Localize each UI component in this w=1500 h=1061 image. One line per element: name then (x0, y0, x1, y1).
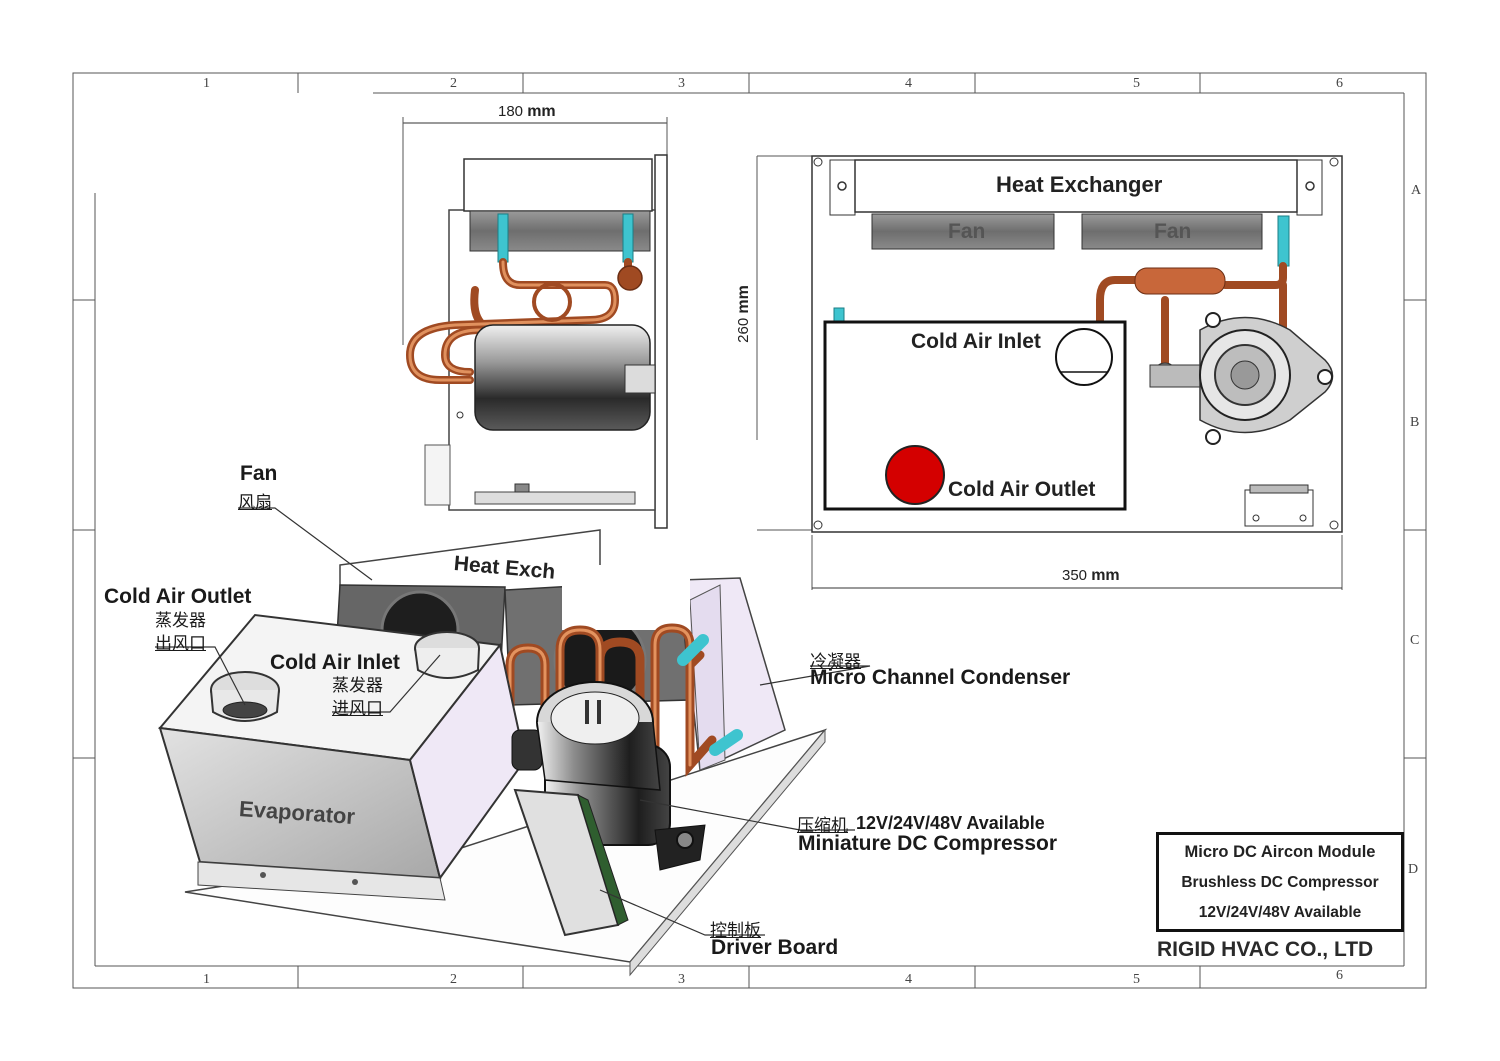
grid-col-bottom-3: 3 (678, 972, 685, 987)
grid-col-top-2: 2 (450, 76, 457, 91)
callout-condenser-en: Micro Channel Condenser (810, 666, 1071, 689)
dimension-width-top: 180 mm (498, 103, 556, 121)
grid-row-a: A (1411, 183, 1422, 198)
dimension-height-unit: mm (735, 285, 752, 314)
dimension-width-front-value: 350 (1062, 567, 1088, 584)
grid-row-c: C (1410, 633, 1420, 648)
dimension-width-top-value: 180 (498, 103, 524, 120)
callout-driver-board-en: Driver Board (711, 936, 839, 959)
dimension-height-value: 260 (735, 317, 752, 343)
title-block-line1: Micro DC Aircon Module (1184, 843, 1376, 861)
front-view (756, 155, 1343, 590)
callout-compressor-voltage: 12V/24V/48V Available (856, 813, 1045, 833)
dimension-width-front: 350 mm (1062, 567, 1120, 585)
side-view (402, 117, 668, 529)
title-block: Micro DC Aircon Module Brushless DC Comp… (1156, 832, 1404, 932)
callout-cold-air-outlet-en: Cold Air Outlet (104, 585, 252, 608)
dimension-height: 260 mm (735, 274, 753, 354)
grid-col-top-3: 3 (678, 76, 685, 91)
leader-lines (155, 507, 871, 936)
front-cold-air-outlet-label: Cold Air Outlet (948, 478, 1096, 501)
grid-col-bottom-6: 6 (1336, 968, 1343, 983)
front-fan-left-label: Fan (948, 220, 986, 243)
grid-col-bottom-2: 2 (450, 972, 457, 987)
grid-col-bottom-4: 4 (905, 972, 912, 987)
callout-fan-en: Fan (240, 462, 278, 485)
callout-driver-board-cn: 控制板 (710, 921, 761, 941)
grid-col-bottom-1: 1 (203, 972, 210, 987)
dimension-width-front-unit: mm (1091, 567, 1120, 584)
callout-compressor-cn: 压缩机 (797, 816, 848, 836)
callout-cold-air-inlet-cn1: 蒸发器 (332, 676, 383, 696)
callout-cold-air-outlet-cn2: 出风口 (155, 634, 206, 654)
callout-compressor-en: Miniature DC Compressor (798, 832, 1058, 855)
callout-cold-air-outlet-cn1: 蒸发器 (155, 611, 206, 631)
callout-cold-air-inlet-cn2: 进风口 (332, 699, 383, 719)
title-block-line2: Brushless DC Compressor (1181, 874, 1379, 891)
front-fan-right-label: Fan (1154, 220, 1192, 243)
grid-col-top-1: 1 (203, 76, 210, 91)
callout-condenser-cn: 冷凝器 (810, 652, 861, 672)
company-name: RIGID HVAC CO., LTD (1157, 938, 1374, 961)
grid-col-bottom-5: 5 (1133, 972, 1140, 987)
grid-col-top-6: 6 (1336, 76, 1343, 91)
grid-row-b: B (1410, 415, 1420, 430)
grid-col-top-5: 5 (1133, 76, 1140, 91)
callout-cold-air-inlet-en: Cold Air Inlet (270, 651, 400, 674)
isometric-view (158, 529, 828, 977)
front-heat-exchanger-label: Heat Exchanger (996, 172, 1163, 197)
title-block-line3: 12V/24V/48V Available (1198, 904, 1362, 921)
drawing-frame (72, 72, 1427, 989)
front-cold-air-inlet-label: Cold Air Inlet (911, 330, 1041, 353)
grid-row-d: D (1408, 862, 1419, 877)
grid-col-top-4: 4 (905, 76, 912, 91)
dimension-width-top-unit: mm (527, 103, 556, 120)
callout-fan-cn: 风扇 (238, 493, 272, 513)
